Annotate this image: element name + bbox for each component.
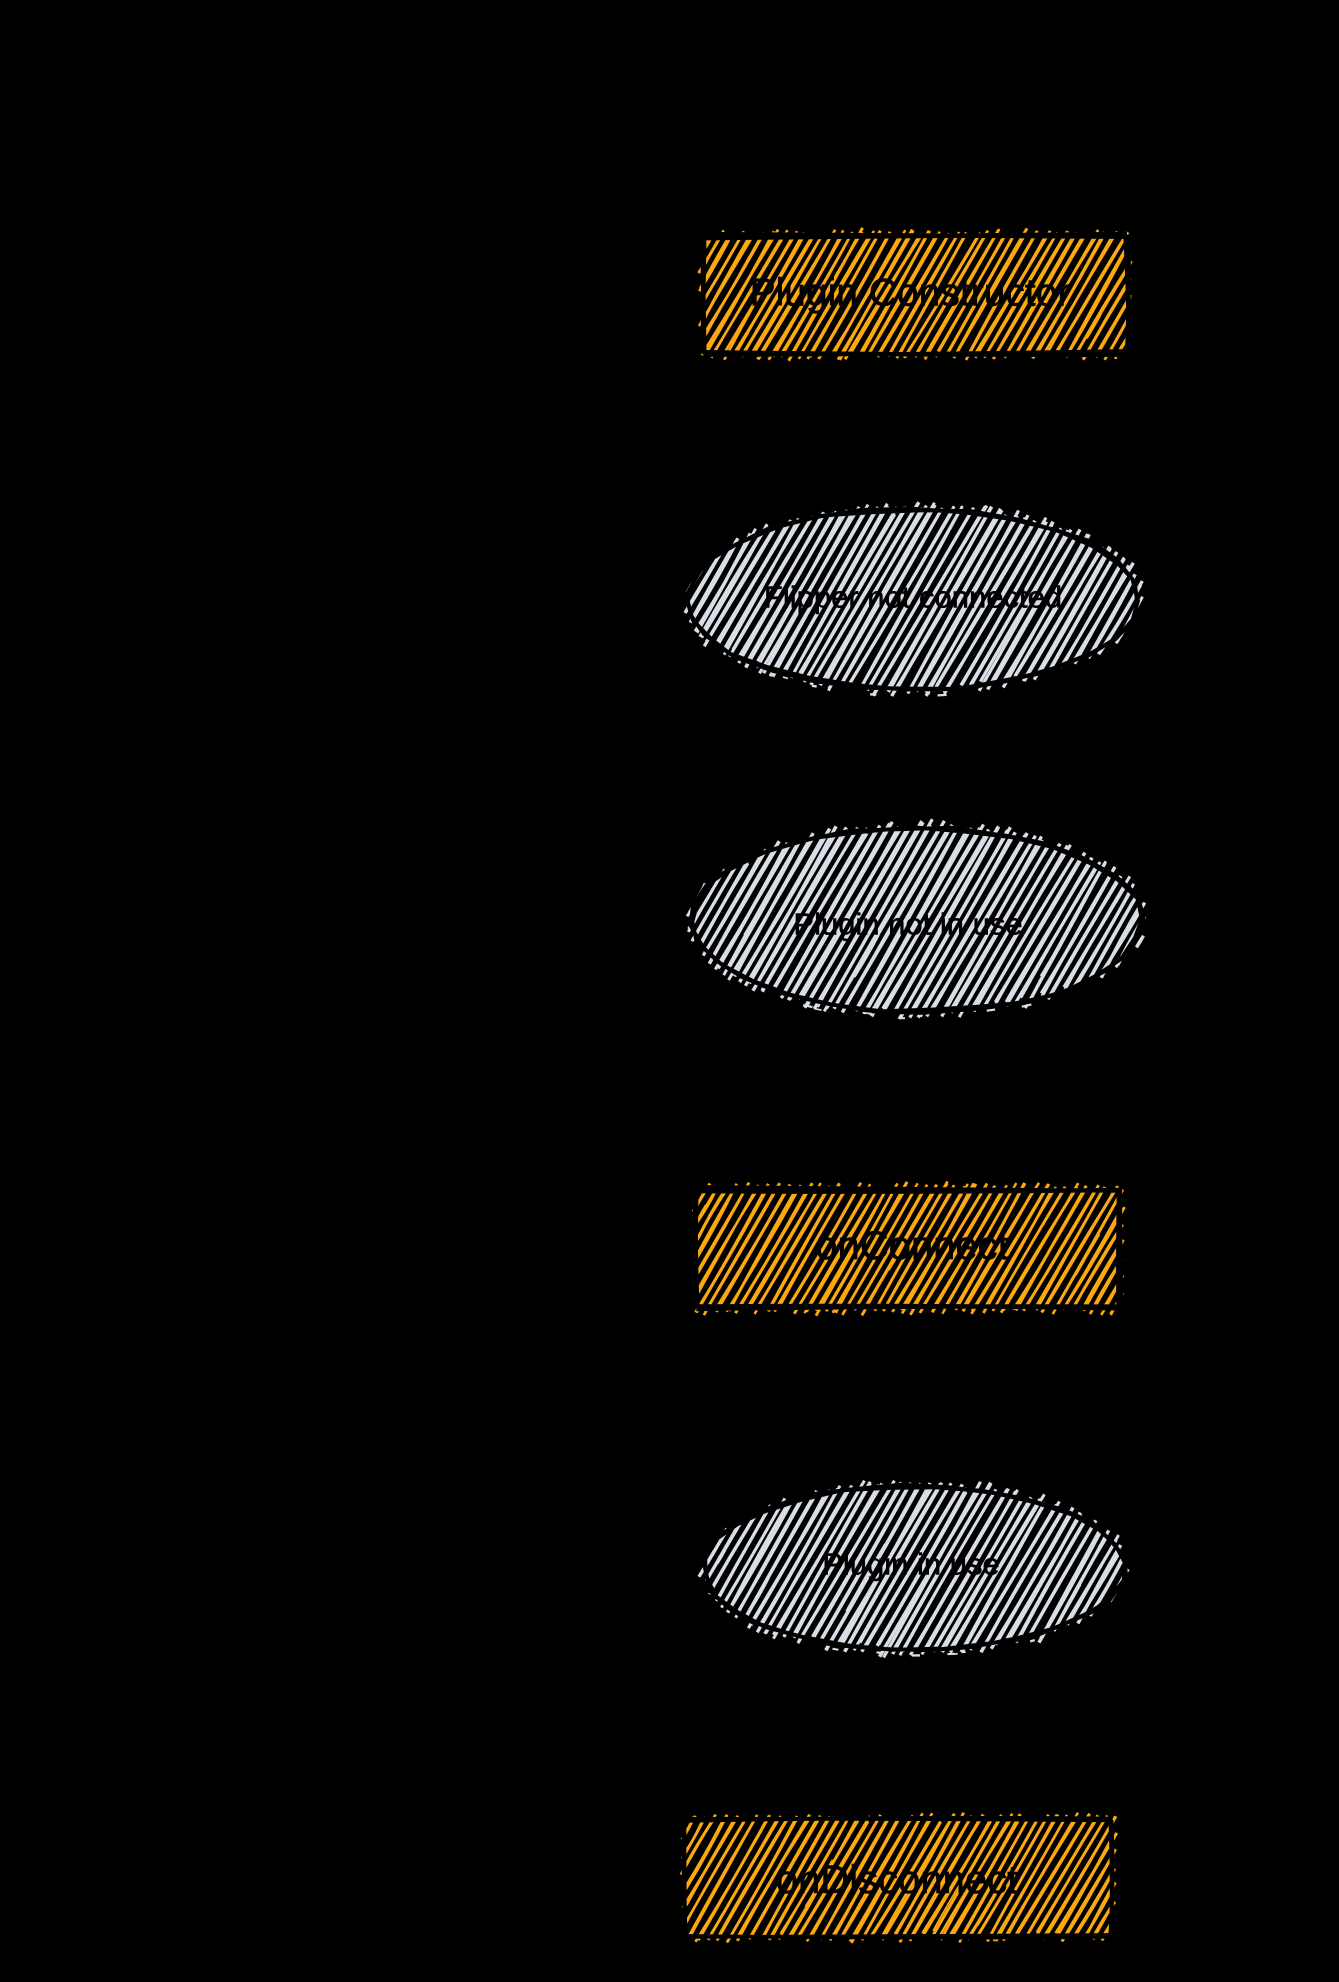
svg-text:Plugin in use: Plugin in use [822, 1547, 1000, 1582]
svg-text:onConnect: onConnect [815, 1224, 1008, 1268]
svg-text:Plugin not in use: Plugin not in use [793, 907, 1022, 942]
svg-text:Flipper not connected: Flipper not connected [764, 580, 1062, 615]
svg-text:onDisconnect: onDisconnect [776, 1858, 1018, 1902]
svg-text:Plugin Constructor: Plugin Constructor [750, 272, 1071, 315]
